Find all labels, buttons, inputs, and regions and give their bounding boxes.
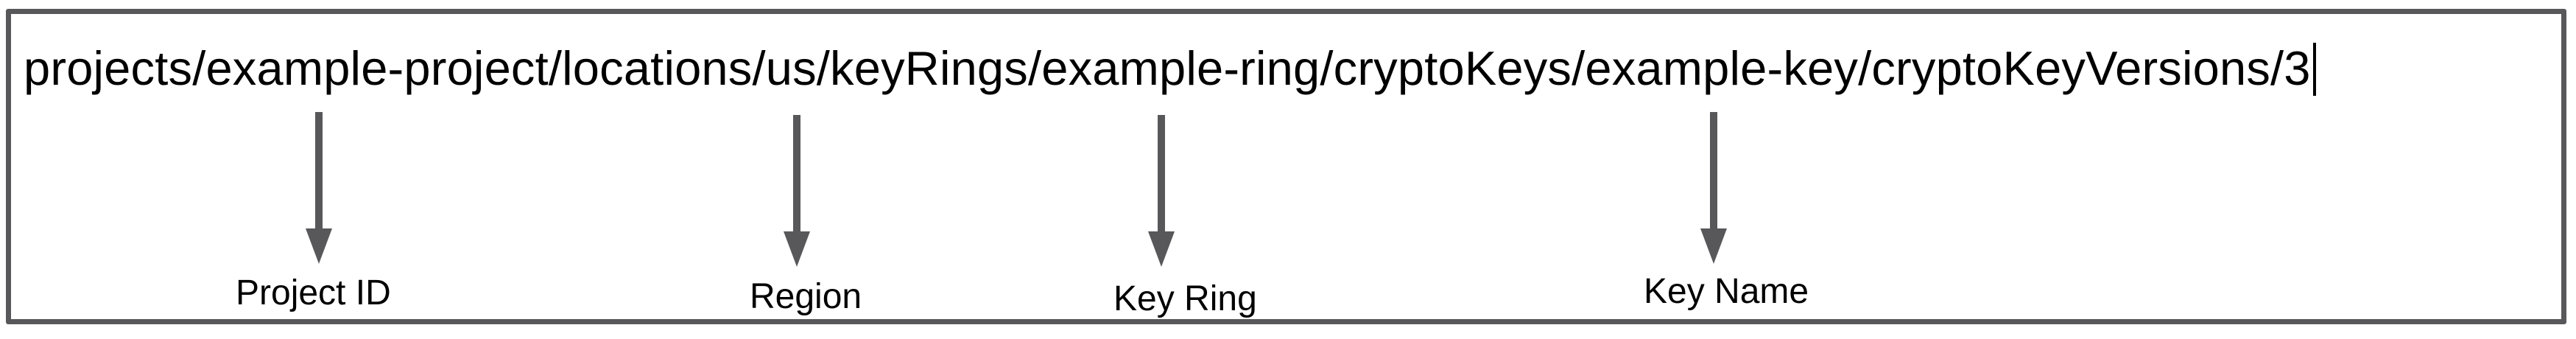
key-name-arrow-icon xyxy=(1699,112,1728,267)
resource-path-value: projects/example-project/locations/us/ke… xyxy=(24,41,2311,95)
region-label: Region xyxy=(750,277,862,316)
resource-name-field[interactable] xyxy=(6,9,2566,324)
key-name-label: Key Name xyxy=(1644,272,1809,311)
project-id-label: Project ID xyxy=(236,273,391,312)
project-id-arrow-icon xyxy=(304,112,334,267)
resource-path-text: projects/example-project/locations/us/ke… xyxy=(24,43,2316,96)
key-ring-arrow-icon xyxy=(1147,115,1176,270)
region-arrow-icon xyxy=(782,115,812,270)
key-ring-label: Key Ring xyxy=(1113,279,1257,318)
text-cursor xyxy=(2312,43,2316,96)
